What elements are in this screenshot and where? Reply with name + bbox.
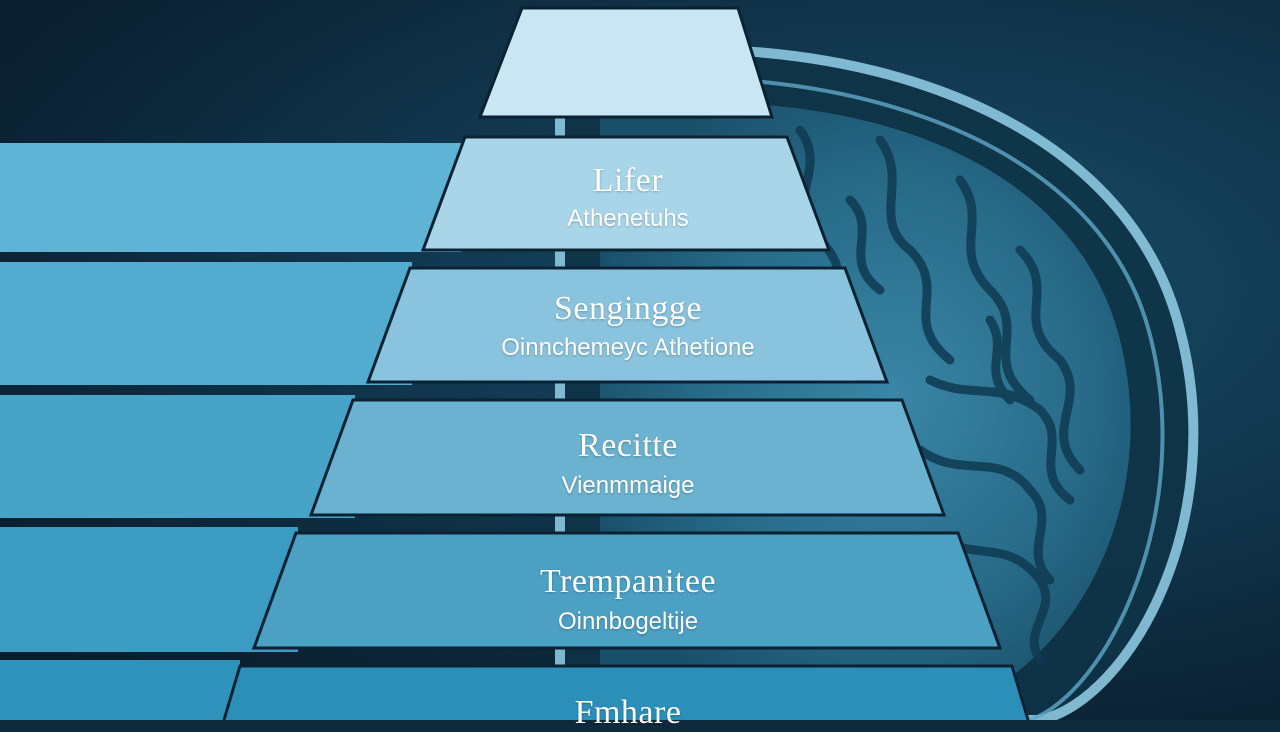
pyramid-tier-5 [251, 531, 1003, 650]
tier-3-subtitle: Oinnchemeyc Athetione [501, 334, 755, 361]
pyramid-tier-4 [308, 398, 947, 517]
side-bar-2 [0, 262, 412, 385]
side-bar-5 [0, 660, 240, 720]
tier-5-subtitle: Oinnbogeltije [557, 608, 699, 635]
tier-2-subtitle: Athenetuhs [567, 205, 689, 232]
pyramid-tier-3 [365, 266, 890, 384]
tier-3-title: Sengingge [553, 290, 703, 327]
tier-2-title: Lifer [592, 162, 664, 199]
skull-inner-ring [579, 76, 1165, 720]
pyramid-tier-2 [420, 135, 832, 252]
side-bar-4 [0, 527, 298, 652]
side-bar-1 [0, 143, 462, 252]
tier-5-title: Trempanitee [539, 563, 717, 600]
tier-6-title: Fmhare [574, 694, 682, 731]
pyramid-tier-1 [477, 6, 775, 119]
tier-4-title: Recitte [578, 427, 678, 464]
pyramid-tier-6 [222, 664, 1030, 720]
brain-folds [795, 125, 1085, 665]
tier-4-subtitle: Vienmmaige [561, 472, 695, 499]
side-bar-3 [0, 395, 355, 518]
